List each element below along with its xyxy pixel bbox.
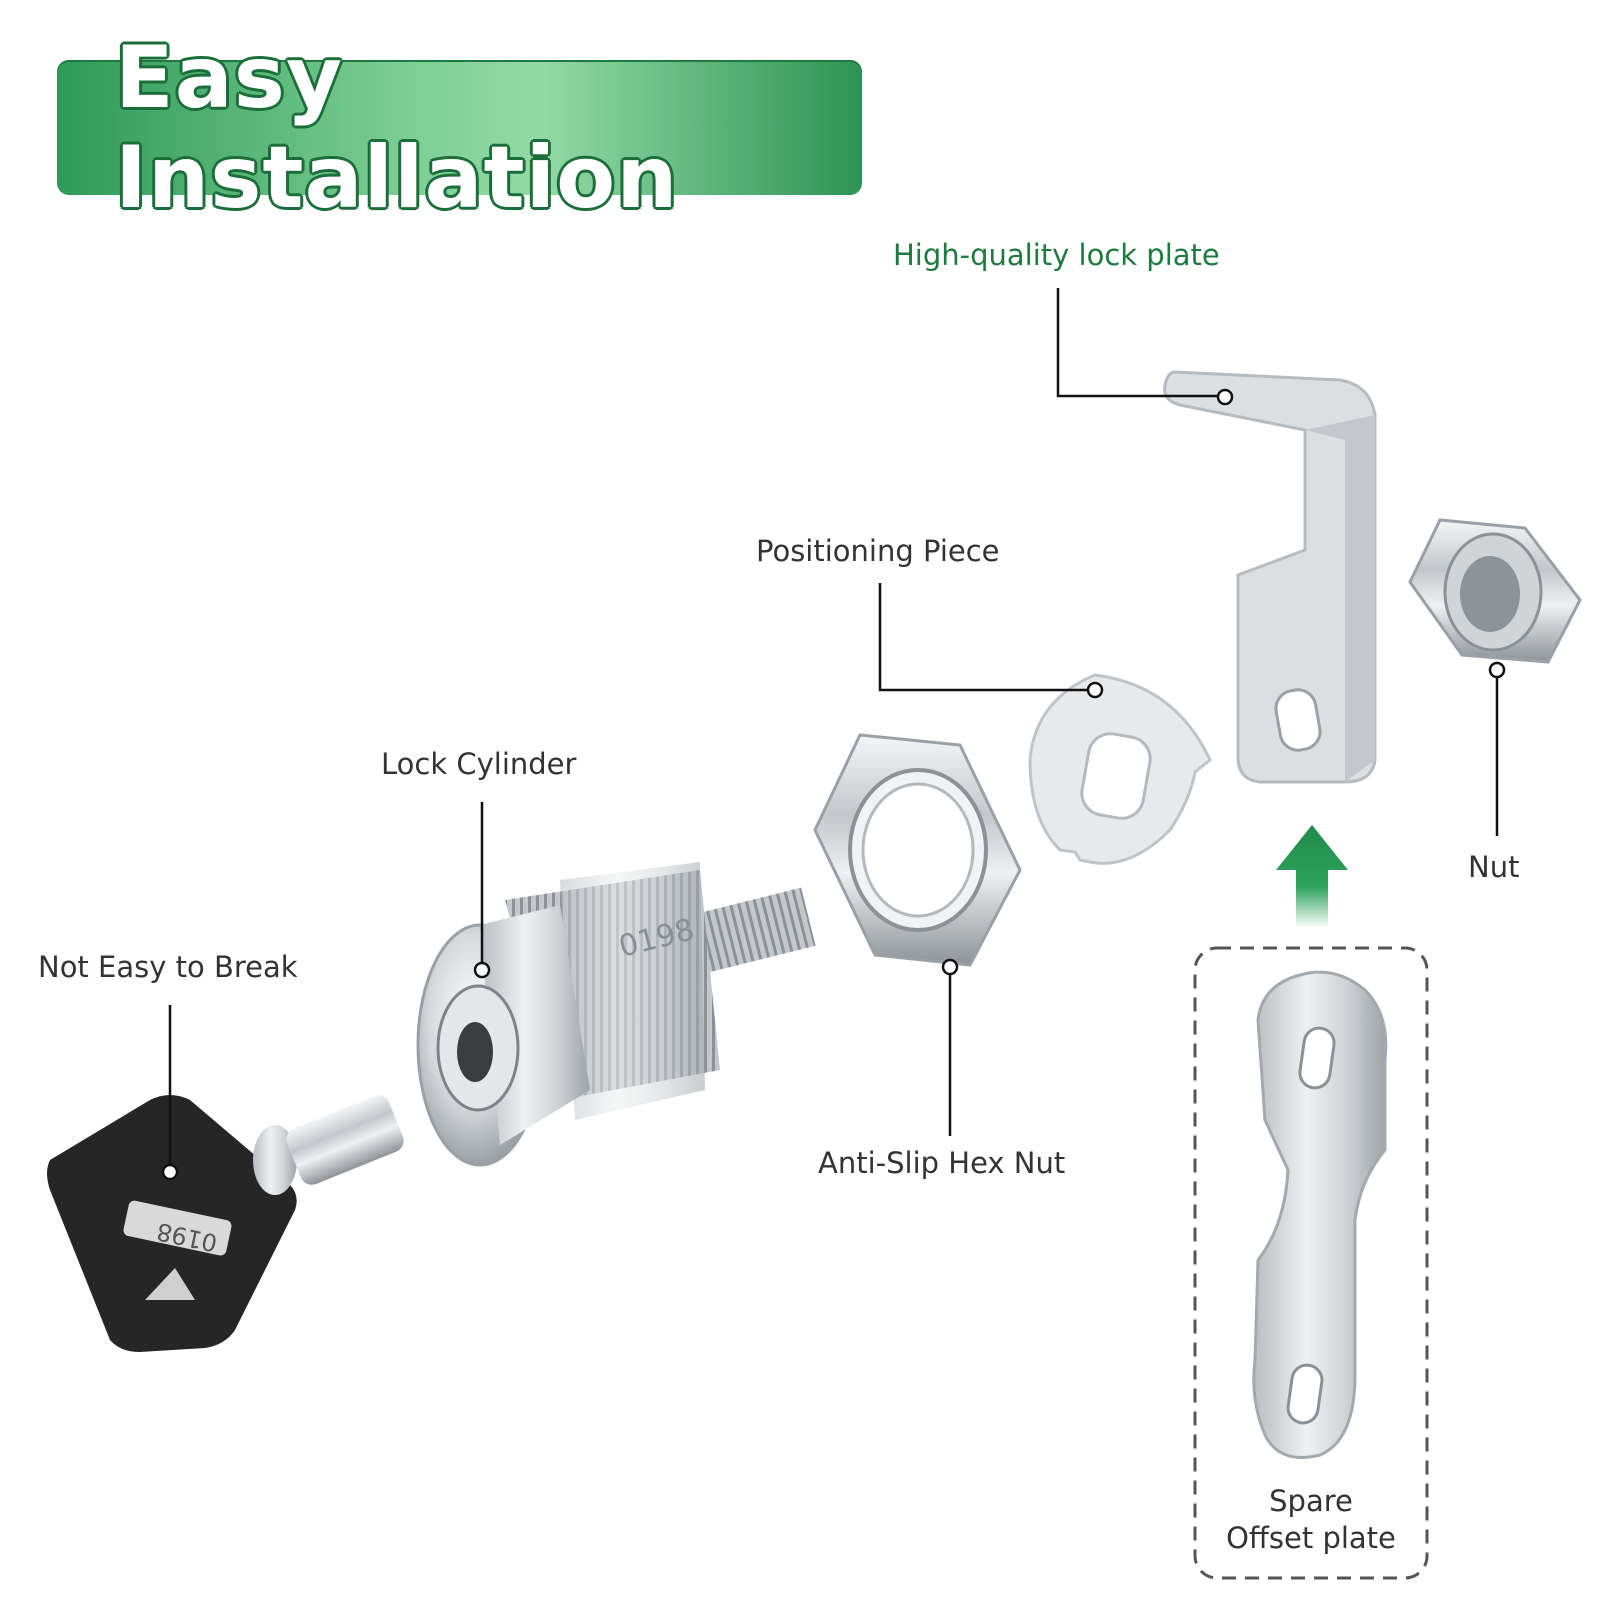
label-nut: Nut xyxy=(1468,850,1520,884)
label-spare-line2: Offset plate xyxy=(1226,1521,1396,1555)
leader-dot-key xyxy=(161,1163,179,1181)
lock-nut xyxy=(1408,518,1582,664)
leader-dot-hex-nut xyxy=(941,958,959,976)
lock-cylinder: 0198 xyxy=(416,862,816,1167)
label-spare-line1: Spare xyxy=(1269,1484,1353,1518)
spare-offset-plate xyxy=(1252,970,1388,1459)
spare-plate-box xyxy=(1193,946,1429,1580)
up-arrow-icon xyxy=(1276,825,1348,928)
label-not-easy-to-break: Not Easy to Break xyxy=(38,950,298,984)
label-positioning-piece: Positioning Piece xyxy=(756,534,1000,568)
label-lock-plate: High-quality lock plate xyxy=(893,238,1220,272)
leader-dot-lock-cylinder xyxy=(473,961,491,979)
label-lock-cylinder: Lock Cylinder xyxy=(381,747,577,781)
positioning-piece xyxy=(1028,673,1212,865)
leader-lines xyxy=(161,288,1506,1181)
label-anti-slip-hex-nut: Anti-Slip Hex Nut xyxy=(818,1146,1066,1180)
hex-nut xyxy=(813,733,1022,967)
leader-dot-positioning-piece xyxy=(1086,681,1104,699)
leader-dot-lock-plate xyxy=(1216,388,1234,406)
leader-lock-plate xyxy=(1056,288,1225,398)
leader-positioning-piece xyxy=(878,583,1095,692)
leader-dot-nut xyxy=(1488,661,1506,679)
lock-plate xyxy=(1163,370,1377,784)
key xyxy=(47,1095,404,1352)
